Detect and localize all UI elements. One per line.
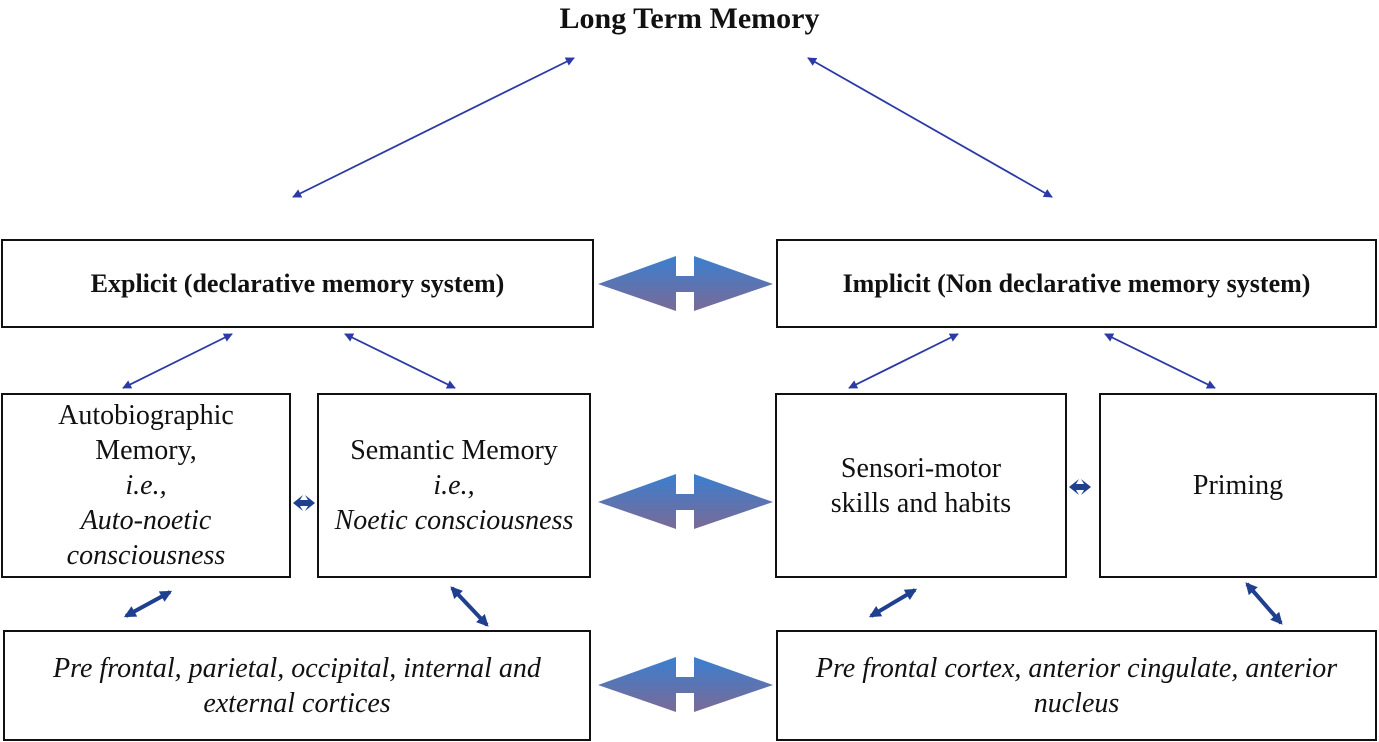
arrow-implicit-to-sensorimotor — [848, 333, 959, 389]
sensorimotor-line2: skills and habits — [830, 487, 1012, 519]
arrow-title-to-explicit — [292, 57, 575, 198]
cortices-right-line1: Pre frontal cortex, anterior cingulate, … — [815, 652, 1338, 684]
semantic-line3: Noetic consciousness — [334, 505, 574, 536]
implicit-label: Implicit (Non declarative memory system) — [842, 269, 1311, 298]
cortices-left-line1: Pre frontal, parietal, occipital, intern… — [53, 652, 541, 684]
arrow-explicit-to-semantic — [344, 333, 456, 389]
arrow-semantic-to-cortices — [450, 586, 489, 627]
implicit-cortices-box: Pre frontal cortex, anterior cingulate, … — [776, 630, 1377, 741]
cortices-right-line2: nucleus — [1033, 687, 1120, 719]
semantic-line2: i.e., — [433, 470, 475, 501]
semantic-line1: Semantic Memory — [350, 435, 558, 466]
big-arrow-cortices — [598, 657, 773, 712]
diagram-title: Long Term Memory — [559, 2, 820, 35]
autobiographic-line4: Auto-noetic — [80, 505, 212, 536]
sensorimotor-box: Sensori-motor skills and habits — [775, 393, 1067, 578]
big-arrow-semantic-sensorimotor — [598, 474, 773, 529]
explicit-label: Explicit (declarative memory system) — [90, 269, 505, 298]
arrow-priming-to-cortex — [1245, 582, 1283, 625]
autobiographic-line2: Memory, — [95, 435, 197, 466]
autobiographic-line5: consciousness — [66, 540, 226, 571]
cortices-left-line2: external cortices — [203, 687, 391, 719]
arrow-sensorimotor-to-cortex — [868, 588, 918, 618]
arrow-implicit-to-priming — [1104, 333, 1216, 389]
explicit-cortices-box: Pre frontal, parietal, occipital, intern… — [3, 630, 591, 741]
autobiographic-memory-box: Autobiographic Memory, i.e., Auto-noetic… — [1, 393, 291, 578]
priming-box: Priming — [1099, 393, 1377, 578]
sensorimotor-line1: Sensori-motor — [840, 452, 1002, 484]
arrow-explicit-to-autobiographic — [122, 333, 233, 389]
arrow-title-to-implicit — [807, 57, 1053, 198]
big-arrow-explicit-implicit — [598, 256, 773, 311]
implicit-memory-box: Implicit (Non declarative memory system) — [776, 239, 1377, 328]
priming-label: Priming — [1192, 470, 1284, 501]
arrow-autobiographic-to-cortices — [123, 590, 173, 618]
autobiographic-line1: Autobiographic — [58, 400, 234, 431]
arrow-sensorimotor-priming — [1069, 479, 1091, 495]
arrow-autobiographic-semantic — [293, 495, 315, 511]
autobiographic-line3: i.e., — [125, 470, 167, 501]
semantic-memory-box: Semantic Memory i.e., Noetic consciousne… — [317, 393, 591, 578]
explicit-memory-box: Explicit (declarative memory system) — [1, 239, 594, 328]
